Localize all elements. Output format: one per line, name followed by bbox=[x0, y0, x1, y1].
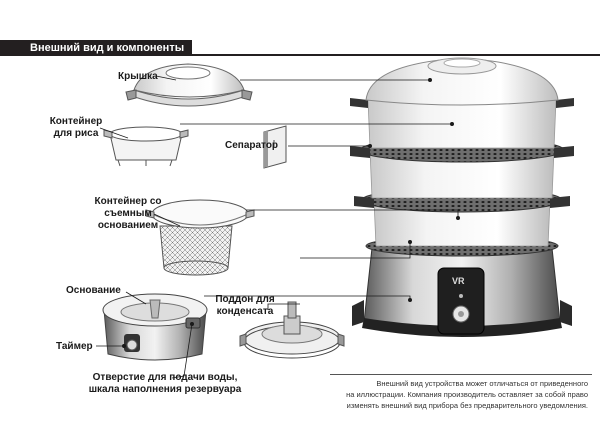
leader-tray-part bbox=[267, 303, 300, 310]
leader-rice-part bbox=[99, 127, 129, 139]
label-separator: Сепаратор bbox=[225, 140, 279, 151]
lid-illustration bbox=[125, 63, 253, 107]
leader-water-inlet bbox=[171, 323, 193, 379]
label-water-inlet: Отверстие для подачи воды, шкала наполне… bbox=[88, 372, 242, 395]
separator-illustration bbox=[263, 125, 287, 169]
base-timer-knob[interactable] bbox=[126, 339, 138, 351]
label-removable-base-container: Контейнер со съемным основанием bbox=[94, 196, 162, 231]
label-timer: Таймер bbox=[56, 341, 93, 352]
removable-base-container-illustration bbox=[145, 199, 255, 276]
disclaimer-rule bbox=[330, 374, 592, 375]
power-indicator bbox=[459, 294, 463, 298]
steamer-main: VR bbox=[350, 57, 574, 337]
leader-lines bbox=[96, 75, 460, 379]
leader-base-part bbox=[125, 291, 147, 305]
section-header: Внешний вид и компоненты bbox=[0, 40, 600, 56]
control-panel bbox=[437, 267, 485, 335]
leader-tray bbox=[300, 242, 411, 259]
rice-container-illustration bbox=[103, 126, 189, 167]
leader-removable-part bbox=[153, 213, 181, 227]
label-condensate-tray: Поддон для конденсата bbox=[215, 294, 275, 317]
leader-removable bbox=[246, 209, 459, 218]
label-rice-container: Контейнер для риса bbox=[49, 116, 103, 139]
section-header-tab: Внешний вид и компоненты bbox=[0, 40, 192, 56]
label-base: Основание bbox=[66, 285, 121, 296]
base-illustration bbox=[102, 293, 208, 361]
section-title: Внешний вид и компоненты bbox=[30, 42, 185, 54]
section-header-rule bbox=[192, 54, 600, 56]
leader-lid-part bbox=[155, 75, 177, 81]
label-lid: Крышка bbox=[118, 71, 158, 82]
condensate-tray-illustration bbox=[239, 301, 345, 359]
brand-logo: VR bbox=[452, 276, 465, 286]
disclaimer: Внешний вид устройства может отличаться … bbox=[346, 379, 588, 410]
